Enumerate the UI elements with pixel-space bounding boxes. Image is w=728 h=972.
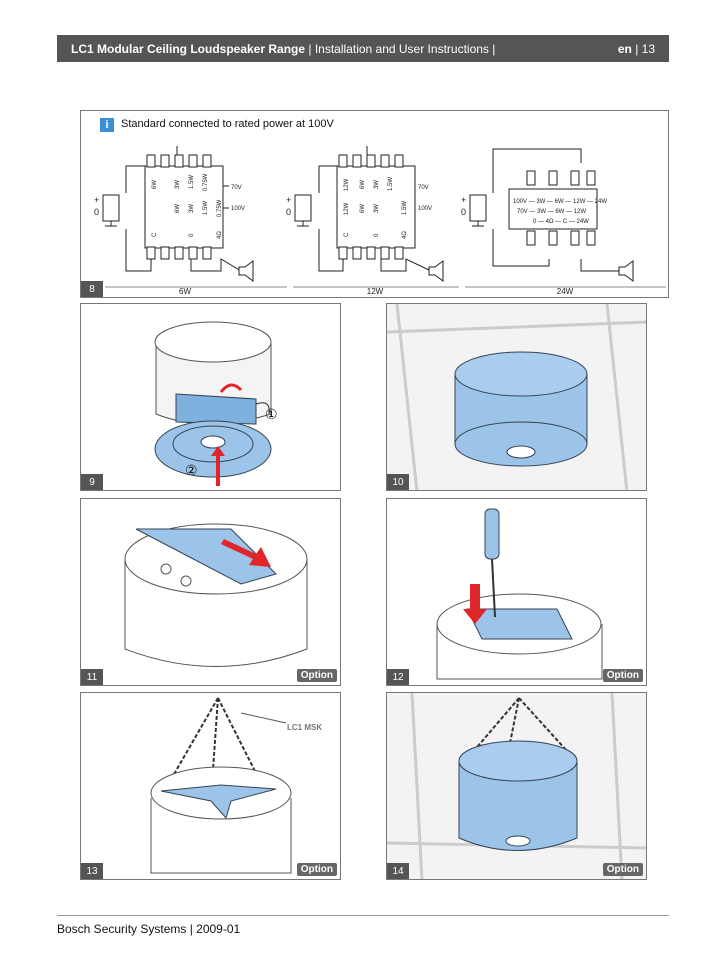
svg-text:4Ω: 4Ω bbox=[217, 231, 223, 239]
footer-divider bbox=[57, 915, 669, 916]
svg-text:70V: 70V bbox=[231, 185, 242, 191]
suspended-speaker-illustration bbox=[387, 693, 646, 879]
info-text: Standard connected to rated power at 100… bbox=[121, 118, 334, 130]
figure-number: 13 bbox=[81, 863, 103, 879]
svg-text:6W: 6W bbox=[360, 204, 366, 213]
svg-text:100V: 100V bbox=[231, 206, 245, 212]
svg-text:0: 0 bbox=[94, 207, 99, 217]
figure-10: 10 bbox=[386, 303, 647, 491]
svg-text:100V: 100V bbox=[418, 206, 432, 212]
svg-text:C: C bbox=[152, 232, 158, 237]
svg-text:6W: 6W bbox=[152, 180, 158, 189]
figure-12: 12 Option bbox=[386, 498, 647, 686]
svg-text:1.5W: 1.5W bbox=[203, 201, 209, 215]
product-label: LC1 MSK bbox=[287, 723, 323, 732]
svg-text:100V — 3W — 6W — 12W — 24W: 100V — 3W — 6W — 12W — 24W bbox=[513, 199, 607, 205]
page-header: LC1 Modular Ceiling Loudspeaker Range | … bbox=[57, 35, 669, 62]
svg-text:0: 0 bbox=[461, 207, 466, 217]
document-title: LC1 Modular Ceiling Loudspeaker Range | … bbox=[71, 41, 496, 56]
svg-text:3W: 3W bbox=[175, 180, 181, 189]
svg-text:0: 0 bbox=[189, 233, 195, 237]
svg-text:3W: 3W bbox=[374, 204, 380, 213]
svg-text:+: + bbox=[461, 195, 466, 205]
option-badge: Option bbox=[296, 669, 337, 682]
suspension-kit-illustration bbox=[150, 697, 292, 874]
svg-text:0: 0 bbox=[374, 233, 380, 237]
svg-text:+: + bbox=[94, 195, 99, 205]
svg-text:6W: 6W bbox=[179, 287, 191, 296]
svg-text:C: C bbox=[344, 232, 350, 237]
figure-8-wiring: i Standard connected to rated power at 1… bbox=[80, 110, 669, 298]
figure-number: 8 bbox=[81, 281, 103, 297]
svg-text:1.5W: 1.5W bbox=[402, 201, 408, 215]
footer-text: Bosch Security Systems | 2009-01 bbox=[57, 922, 241, 936]
screwdriver-illustration bbox=[436, 508, 603, 680]
figure-11: 11 Option bbox=[80, 498, 341, 686]
svg-text:12W: 12W bbox=[367, 287, 384, 296]
svg-text:3W: 3W bbox=[189, 204, 195, 213]
svg-text:0.75W: 0.75W bbox=[203, 173, 209, 191]
svg-text:1.5W: 1.5W bbox=[388, 177, 394, 191]
figure-number: 12 bbox=[387, 669, 409, 685]
svg-text:1.5W: 1.5W bbox=[189, 175, 195, 189]
svg-text:0.75W: 0.75W bbox=[217, 199, 223, 217]
figure-9: ① ② 9 bbox=[80, 303, 341, 491]
svg-text:+: + bbox=[286, 195, 291, 205]
option-badge: Option bbox=[602, 669, 643, 682]
svg-text:12W: 12W bbox=[344, 202, 350, 215]
svg-text:6W: 6W bbox=[360, 180, 366, 189]
figure-14: 14 Option bbox=[386, 692, 647, 880]
svg-text:70V: 70V bbox=[418, 185, 429, 191]
svg-text:4Ω: 4Ω bbox=[402, 231, 408, 239]
ceiling-installed-illustration bbox=[387, 304, 646, 490]
svg-text:24W: 24W bbox=[557, 287, 574, 296]
svg-text:0: 0 bbox=[286, 207, 291, 217]
svg-text:0 — 4Ω — C — 24W: 0 — 4Ω — C — 24W bbox=[533, 219, 589, 225]
figure-13: LC1 MSK 13 Option bbox=[80, 692, 341, 880]
figure-number: 14 bbox=[387, 863, 409, 879]
svg-text:6W: 6W bbox=[175, 204, 181, 213]
wiring-diagrams: 6W 3W 1.5W 0.75W 6W 3W 1.5W 0.75W C 0 4Ω… bbox=[94, 146, 666, 296]
figure-number: 10 bbox=[387, 474, 409, 490]
option-badge: Option bbox=[602, 863, 643, 876]
info-icon: i bbox=[100, 118, 114, 132]
figure-number: 9 bbox=[81, 474, 103, 490]
figure-number: 11 bbox=[81, 669, 103, 685]
callout-one: ① bbox=[265, 406, 278, 422]
svg-text:12W: 12W bbox=[344, 178, 350, 191]
speaker-disassembly-illustration bbox=[154, 321, 272, 486]
plate-insertion-illustration bbox=[124, 523, 308, 667]
page-indicator: en | 13 bbox=[617, 41, 655, 56]
svg-text:70V — 3W — 6W — 12W: 70V — 3W — 6W — 12W bbox=[517, 209, 586, 215]
callout-two: ② bbox=[185, 462, 198, 478]
svg-text:3W: 3W bbox=[374, 180, 380, 189]
option-badge: Option bbox=[296, 863, 337, 876]
